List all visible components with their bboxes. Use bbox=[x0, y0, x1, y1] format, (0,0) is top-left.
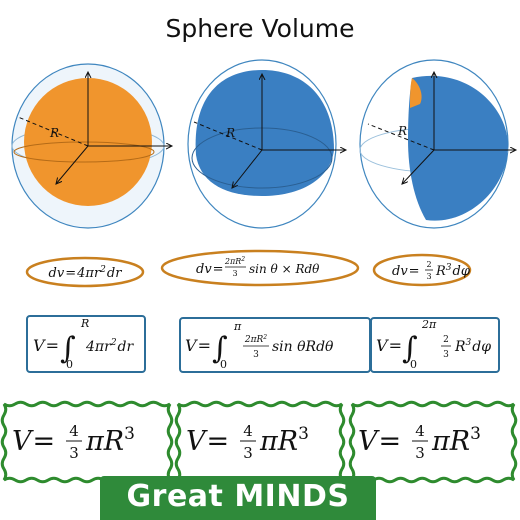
result-fraction-numerator: 4 bbox=[243, 422, 253, 440]
svg-text:V=: V= bbox=[376, 336, 402, 355]
result-eq: = bbox=[207, 426, 230, 457]
integral-lhs: V bbox=[185, 336, 198, 355]
svg-text:dv=: dv= bbox=[196, 262, 224, 277]
brand-banner: Great MINDS bbox=[100, 476, 376, 520]
orange-wedge-edge bbox=[410, 78, 422, 108]
differential-text: dv=4πr2dr bbox=[49, 265, 123, 281]
integral-upper: 2π bbox=[421, 318, 437, 331]
result-formula-3: V= 4 3 πR3 bbox=[358, 422, 481, 462]
integral-formula-3: V= ∫ 2π 0 2 3 R3dφ bbox=[370, 317, 500, 373]
result-eq: = bbox=[33, 426, 56, 457]
integral-body: R3dφ bbox=[454, 338, 491, 355]
integral-sign: ∫ bbox=[60, 331, 76, 366]
differential-formula-2: dv= 2πR2 3 sin θ × Rdθ bbox=[160, 249, 360, 287]
fraction-numerator: 2πR2 bbox=[244, 334, 267, 345]
brand-logo-text: Great MINDS bbox=[126, 479, 350, 514]
shell-band bbox=[13, 141, 155, 163]
result-body: πR3 bbox=[85, 424, 135, 457]
integral-formula-2: V= ∫ π 0 2πR2 3 sin θRdθ bbox=[179, 317, 371, 373]
result-body: πR3 bbox=[431, 424, 481, 457]
integral-body: 4πr2dr bbox=[85, 338, 135, 355]
result-lhs: V bbox=[358, 426, 380, 457]
x-axis bbox=[56, 145, 89, 184]
differential-rhs: R3dφ bbox=[435, 263, 471, 279]
differential-lhs: dv bbox=[392, 264, 408, 279]
fraction-denominator: 3 bbox=[426, 272, 431, 281]
radius-line bbox=[193, 121, 263, 151]
integral-body: sin θRdθ bbox=[272, 339, 334, 355]
fraction-numerator: 2 bbox=[426, 260, 431, 269]
fraction-denominator: 3 bbox=[443, 350, 449, 360]
integral-lower: 0 bbox=[410, 358, 417, 371]
radius-line bbox=[367, 123, 435, 151]
fraction-denominator: 3 bbox=[232, 269, 237, 278]
formula-box bbox=[26, 315, 146, 373]
integral-lhs: V bbox=[33, 336, 46, 355]
x-axis bbox=[402, 149, 435, 184]
result-lhs: V bbox=[12, 426, 34, 457]
integral-upper: R bbox=[80, 317, 89, 330]
result-formula-1: V= 4 3 πR3 bbox=[12, 422, 135, 462]
differential-rhs: sin θ × Rdθ bbox=[249, 262, 320, 276]
sphere-diagram-shells: R bbox=[11, 63, 172, 229]
formula-box bbox=[370, 317, 500, 373]
svg-text:dv=: dv= bbox=[392, 264, 420, 279]
result-fraction-numerator: 4 bbox=[415, 422, 425, 440]
integral-eq: = bbox=[389, 336, 402, 355]
radius-label: R bbox=[49, 126, 59, 140]
integral-sign: ∫ bbox=[402, 331, 418, 366]
differential-lhs: dv bbox=[196, 262, 212, 277]
integral-formula-1: V= ∫ R 0 4πr2dr bbox=[26, 315, 146, 373]
differential-eq: = bbox=[409, 264, 420, 279]
sphere-diagram-slices: R bbox=[187, 59, 346, 229]
fraction-denominator: 3 bbox=[253, 350, 259, 360]
svg-text:V=: V= bbox=[358, 426, 401, 457]
integral-eq: = bbox=[46, 336, 59, 355]
sphere-diagram-wedges: R bbox=[359, 59, 516, 229]
result-fraction-numerator: 4 bbox=[69, 422, 79, 440]
integral-lower: 0 bbox=[220, 358, 227, 371]
differential-eq: = bbox=[213, 262, 224, 277]
result-frames bbox=[0, 400, 518, 484]
radius-label: R bbox=[397, 124, 407, 138]
result-lhs: V bbox=[186, 426, 208, 457]
blue-solid-cap bbox=[195, 70, 334, 196]
page-title: Sphere Volume bbox=[165, 14, 355, 43]
result-fraction-denominator: 3 bbox=[415, 444, 425, 462]
svg-text:V=: V= bbox=[12, 426, 55, 457]
formula-ellipse bbox=[25, 256, 145, 288]
differential-formula-1: dv=4πr2dr bbox=[25, 256, 145, 288]
radius-line bbox=[17, 116, 89, 147]
x-axis bbox=[232, 149, 263, 188]
result-fraction-denominator: 3 bbox=[69, 444, 79, 462]
blue-wedge bbox=[408, 75, 508, 221]
radius-label: R bbox=[225, 126, 235, 140]
result-fraction-denominator: 3 bbox=[243, 444, 253, 462]
svg-text:V=: V= bbox=[33, 336, 59, 355]
svg-text:V=: V= bbox=[185, 336, 211, 355]
integral-eq: = bbox=[198, 336, 211, 355]
integral-lhs: V bbox=[376, 336, 389, 355]
result-body: πR3 bbox=[259, 424, 309, 457]
formula-ellipse bbox=[372, 253, 472, 287]
fraction-numerator: 2πR2 bbox=[224, 256, 245, 266]
integral-upper: π bbox=[233, 320, 242, 333]
result-formula-2: V= 4 3 πR3 bbox=[186, 422, 309, 462]
integral-sign: ∫ bbox=[212, 331, 228, 366]
integral-lower: 0 bbox=[66, 358, 73, 371]
fraction-numerator: 2 bbox=[443, 335, 449, 345]
differential-formula-3: dv= 2 3 R3dφ bbox=[372, 253, 472, 287]
svg-text:V=: V= bbox=[186, 426, 229, 457]
formula-ellipse bbox=[160, 249, 360, 287]
result-eq: = bbox=[379, 426, 402, 457]
